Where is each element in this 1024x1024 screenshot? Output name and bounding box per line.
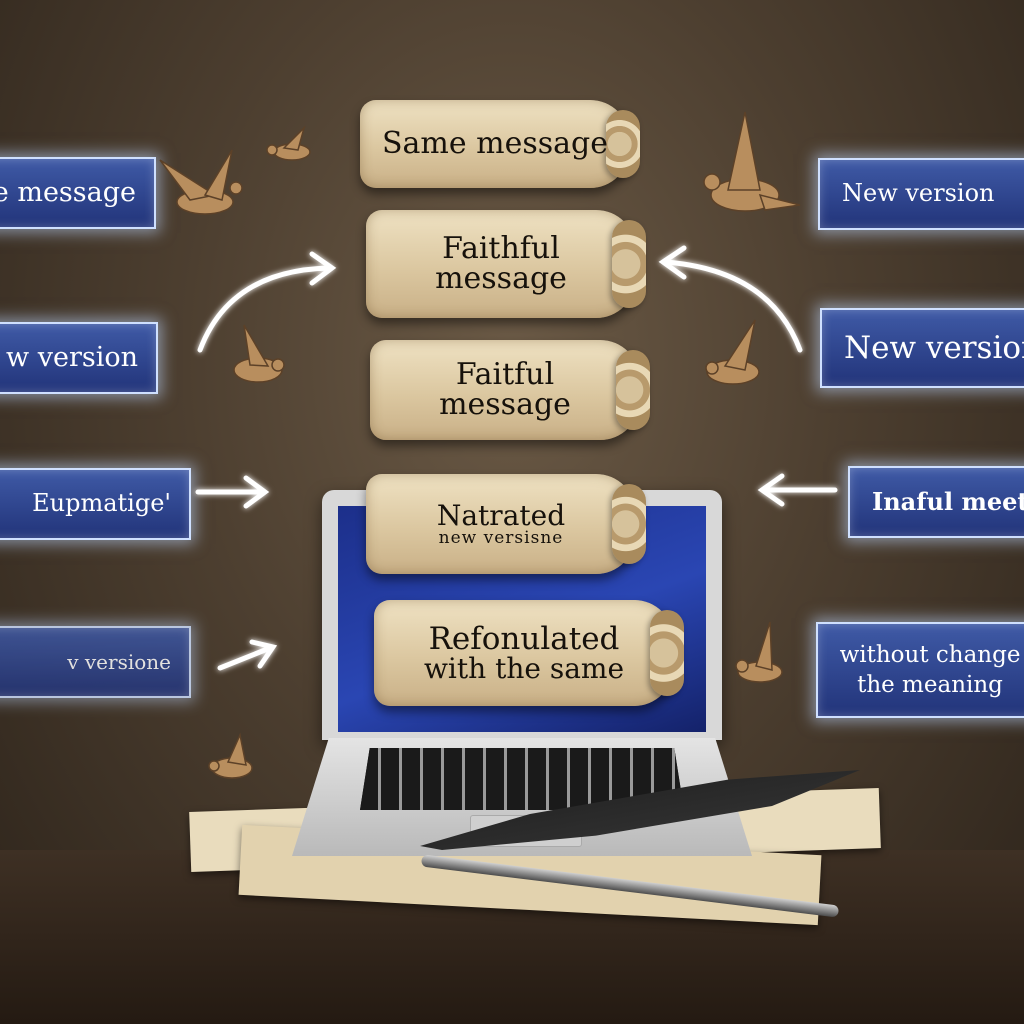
scroll-text-line2: with the same	[423, 651, 625, 685]
scroll-natrated: Natrated new versisne	[366, 474, 646, 574]
scroll-text-line1: Faitful	[455, 357, 555, 392]
bird-icon	[233, 324, 285, 383]
right-panel-text-line2: the meaning	[857, 672, 1003, 698]
scroll-text: Same message	[381, 126, 608, 161]
left-panel-text: Eupmatige'	[32, 489, 171, 518]
scroll-faitful-message: Faitful message	[370, 340, 650, 440]
right-panel-text: Inaful meeting	[872, 487, 1024, 517]
right-panel-new-version: New version	[818, 158, 1024, 230]
arrow-icon	[195, 475, 270, 509]
scroll-text-line2: message	[439, 387, 571, 422]
right-panel-text: New version	[844, 329, 1024, 366]
scroll-text-line2: message	[435, 261, 567, 296]
left-panel-versione: v versione	[0, 626, 191, 698]
left-panel-eupmatige: Eupmatige'	[0, 468, 191, 540]
left-panel-message: e message	[0, 157, 156, 229]
right-panel-text-line1: without change	[839, 641, 1021, 668]
scroll-refonulated: Refonulated with the same	[374, 600, 684, 706]
arrow-icon	[757, 473, 838, 507]
scroll-same-message: Same message	[360, 100, 640, 188]
arrow-icon	[658, 245, 803, 353]
right-panel-new-version-2: New version	[820, 308, 1024, 388]
bird-icon	[705, 319, 760, 385]
left-panel-text: e message	[0, 176, 136, 208]
right-panel-text: New version	[842, 179, 995, 208]
bird-icon	[735, 621, 783, 683]
bird-icon	[159, 149, 243, 215]
arrow-icon	[217, 639, 278, 671]
scroll-text-line2: new versisne	[438, 527, 564, 548]
scroll-text-line1: Natrated	[436, 498, 566, 532]
right-panel-without-change: without change the meaning	[816, 622, 1024, 718]
bird-icon	[208, 732, 253, 779]
arrow-icon	[197, 251, 337, 353]
right-panel-inaful-meeting: Inaful meeting	[848, 466, 1024, 538]
left-panel-text: w version	[6, 341, 138, 373]
left-panel-version: w version	[0, 322, 158, 394]
scroll-text-line1: Refonulated	[428, 620, 620, 657]
bird-icon	[703, 111, 801, 212]
bird-icon	[266, 125, 311, 161]
right-panel-text-group: without change the meaning	[824, 643, 1024, 697]
scroll-faithful-message: Faithful message	[366, 210, 646, 318]
left-panel-text: v versione	[67, 649, 171, 674]
scroll-text-line1: Faithful	[442, 231, 560, 266]
